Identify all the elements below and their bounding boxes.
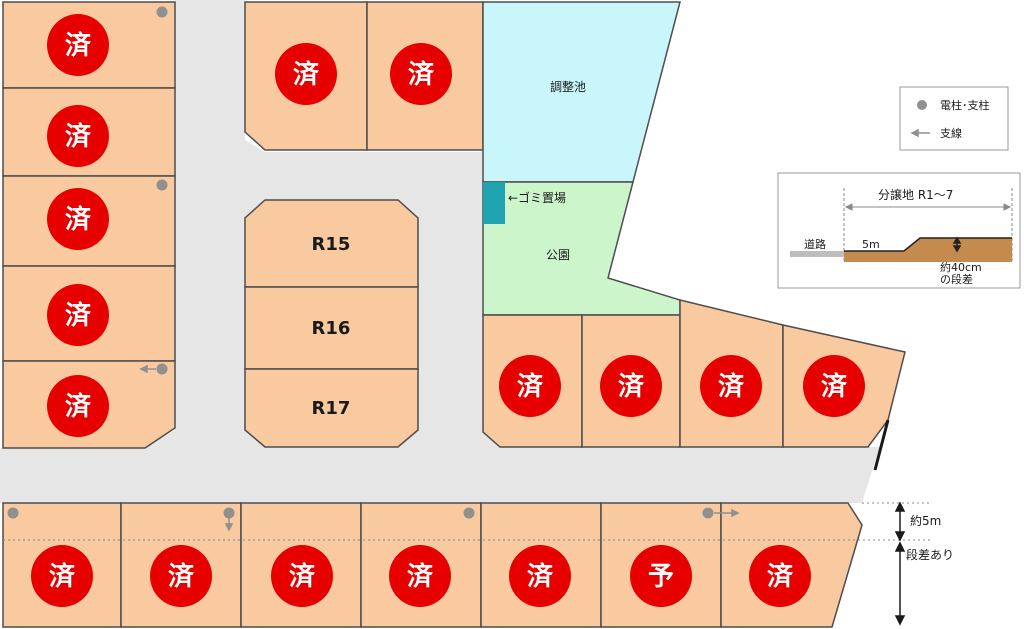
utility-poles [7, 6, 714, 519]
svg-text:済: 済 [527, 561, 554, 592]
lot-label-r16: R16 [312, 318, 351, 339]
height-arrow [952, 236, 962, 253]
pole-icon [156, 179, 168, 191]
pole-icon [702, 507, 714, 519]
svg-text:済: 済 [65, 300, 92, 331]
sold-badge: 済 [47, 14, 109, 76]
pole-icon [156, 6, 168, 18]
lot-r17[interactable] [244, 368, 419, 448]
sold-badge: 済 [271, 545, 333, 607]
park-label: 公園 [546, 248, 570, 262]
svg-text:済: 済 [618, 371, 645, 402]
svg-text:済: 済 [293, 59, 320, 90]
svg-text:済: 済 [168, 561, 195, 592]
pole-icon [463, 507, 475, 519]
sold-badge: 済 [47, 284, 109, 346]
section-step-line2: の段差 [940, 272, 973, 286]
svg-text:済: 済 [767, 561, 794, 592]
sold-badge: 済 [47, 375, 109, 437]
garbage-area [483, 182, 505, 224]
pole-icon [156, 363, 168, 375]
svg-text:済: 済 [407, 561, 434, 592]
pole-icon [223, 507, 235, 519]
svg-text:済: 済 [517, 371, 544, 402]
section-width-label: 5m [862, 238, 880, 251]
boundary-edge [873, 419, 890, 471]
sold-badge: 済 [803, 355, 865, 417]
sold-badge: 済 [499, 355, 561, 417]
lot-label-r15: R15 [312, 234, 351, 255]
sold-badge: 済 [47, 105, 109, 167]
reserved-badge: 予 [630, 545, 692, 607]
step-label: 段差あり [906, 547, 954, 562]
sold-badge: 済 [749, 545, 811, 607]
sold-badge: 済 [600, 355, 662, 417]
garbage-label: ←ゴミ置場 [508, 190, 566, 205]
svg-text:済: 済 [49, 561, 76, 592]
sold-badge: 済 [700, 355, 762, 417]
section-title: 分譲地 R1～7 [878, 187, 953, 202]
svg-text:済: 済 [65, 391, 92, 422]
sold-badge: 済 [390, 43, 452, 105]
road-area [0, 0, 888, 503]
sold-badge: 済 [389, 545, 451, 607]
height-annotation [894, 501, 906, 626]
badges: 済 済 済 済 済 済 済 済 済 済 済 済 済 済 済 済 予 済 [31, 14, 865, 607]
ground-profile [844, 238, 1012, 262]
svg-text:済: 済 [65, 121, 92, 152]
sold-badge: 済 [47, 188, 109, 250]
svg-text:済: 済 [289, 561, 316, 592]
svg-text:予: 予 [648, 562, 674, 592]
svg-text:済: 済 [65, 204, 92, 235]
svg-text:済: 済 [821, 371, 848, 402]
sold-badge: 済 [275, 43, 337, 105]
sold-badge: 済 [150, 545, 212, 607]
arrow-left-icon [910, 128, 930, 138]
lot-label-r17: R17 [312, 398, 351, 419]
svg-text:済: 済 [718, 371, 745, 402]
sold-badge: 済 [31, 545, 93, 607]
legend-guy-wire-label: 支線 [940, 126, 962, 140]
span-arrow [844, 203, 1012, 211]
pond-label: 調整池 [550, 79, 586, 94]
lot-r16[interactable] [244, 286, 419, 370]
center-lots [244, 199, 419, 448]
legend-pole-label: 電柱･支柱 [940, 98, 990, 112]
height-label: 約5m [910, 513, 941, 528]
pole-icon [917, 100, 927, 110]
pole-icon [7, 507, 19, 519]
section-road-label: 道路 [804, 237, 826, 251]
svg-text:済: 済 [408, 59, 435, 90]
cross-section: 分譲地 R1～7 道路 5m 約40cm の段差 [777, 172, 1021, 289]
section-step-line1: 約40cm [940, 260, 982, 274]
svg-text:済: 済 [65, 30, 92, 61]
legend: 電柱･支柱 支線 [899, 86, 1009, 151]
sold-badge: 済 [509, 545, 571, 607]
guy-wires [139, 364, 740, 532]
